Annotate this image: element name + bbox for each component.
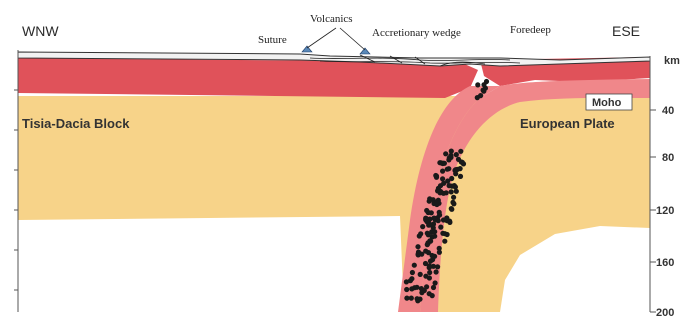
label-foredeep: Foredeep [510,24,551,36]
earthquake-point [449,189,454,194]
earthquake-point [449,176,454,181]
earthquake-point [419,290,424,295]
earthquake-point [410,270,415,275]
earthquake-point [412,263,417,268]
earthquake-point [445,167,450,172]
earthquake-point [427,270,432,275]
earthquake-point [412,285,417,290]
earthquake-point [444,190,449,195]
earthquake-point [447,155,452,160]
earthquake-point [433,173,438,178]
label-suture: Suture [258,34,287,46]
earthquake-point [435,264,440,269]
earthquake-point [452,168,457,173]
earthquake-point [417,297,422,302]
earthquake-point [404,287,409,292]
earthquake-point [409,296,414,301]
depth-tick-label: 80 [662,152,674,164]
earthquake-point [475,82,480,87]
earthquake-point [424,208,429,213]
earthquake-point [458,166,463,171]
earthquake-point [444,217,449,222]
earthquake-point [425,242,430,247]
depth-tick-label: 160 [656,257,674,269]
depth-unit-label: km [664,55,680,67]
earthquake-point [415,244,420,249]
depth-tick-label: 200 [656,307,674,319]
earthquake-point [440,169,445,174]
earthquake-point [454,152,459,157]
earthquake-point [440,176,445,181]
earthquake-point [437,246,442,251]
earthquake-point [481,82,486,87]
earthquake-point [451,201,456,206]
earthquake-point [423,274,428,279]
earthquake-point [440,161,445,166]
direction-label-east: ESE [612,23,640,39]
earthquake-point [458,174,463,179]
earthquake-point [424,284,429,289]
earthquake-point [447,183,452,188]
moho-label: Moho [592,97,622,109]
earthquake-point [418,272,423,277]
earthquake-point [428,259,433,264]
earthquake-point [428,222,433,227]
tisia-dacia-label: Tisia-Dacia Block [22,116,130,131]
earthquake-point [429,210,434,215]
earthquake-point [432,234,437,239]
earthquake-point [442,239,447,244]
label-volcanics: Volcanics [310,13,353,25]
earthquake-point [404,279,409,284]
depth-tick-label: 120 [656,205,674,217]
earthquake-point [435,199,440,204]
earthquake-point [443,151,448,156]
earthquake-point [449,149,454,154]
direction-label-west: WNW [22,23,59,39]
lower-left-blank [18,216,404,312]
earthquake-point [434,269,439,274]
earthquake-point [418,231,423,236]
earthquake-point [438,225,443,230]
label-accretionary-wedge: Accretionary wedge [372,27,461,39]
earthquake-point [423,261,428,266]
earthquake-point [433,280,438,285]
earthquake-point [451,195,456,200]
earthquake-point [478,93,483,98]
earthquake-point [454,189,459,194]
european-plate-label: European Plate [520,116,615,131]
earthquake-point [458,149,463,154]
earthquake-point [436,186,441,191]
earthquake-point [409,276,414,281]
earthquake-point [436,218,441,223]
earthquake-point [445,232,450,237]
earthquake-point [456,157,461,162]
earthquake-point [423,249,428,254]
earthquake-point [431,285,436,290]
depth-tick-label: 40 [662,105,674,117]
earthquake-point [427,291,432,296]
earthquake-point [432,229,437,234]
earthquake-point [449,206,454,211]
earthquake-point [437,210,442,215]
earthquake-point [416,252,421,257]
earthquake-point [425,231,430,236]
earthquake-point [420,224,425,229]
